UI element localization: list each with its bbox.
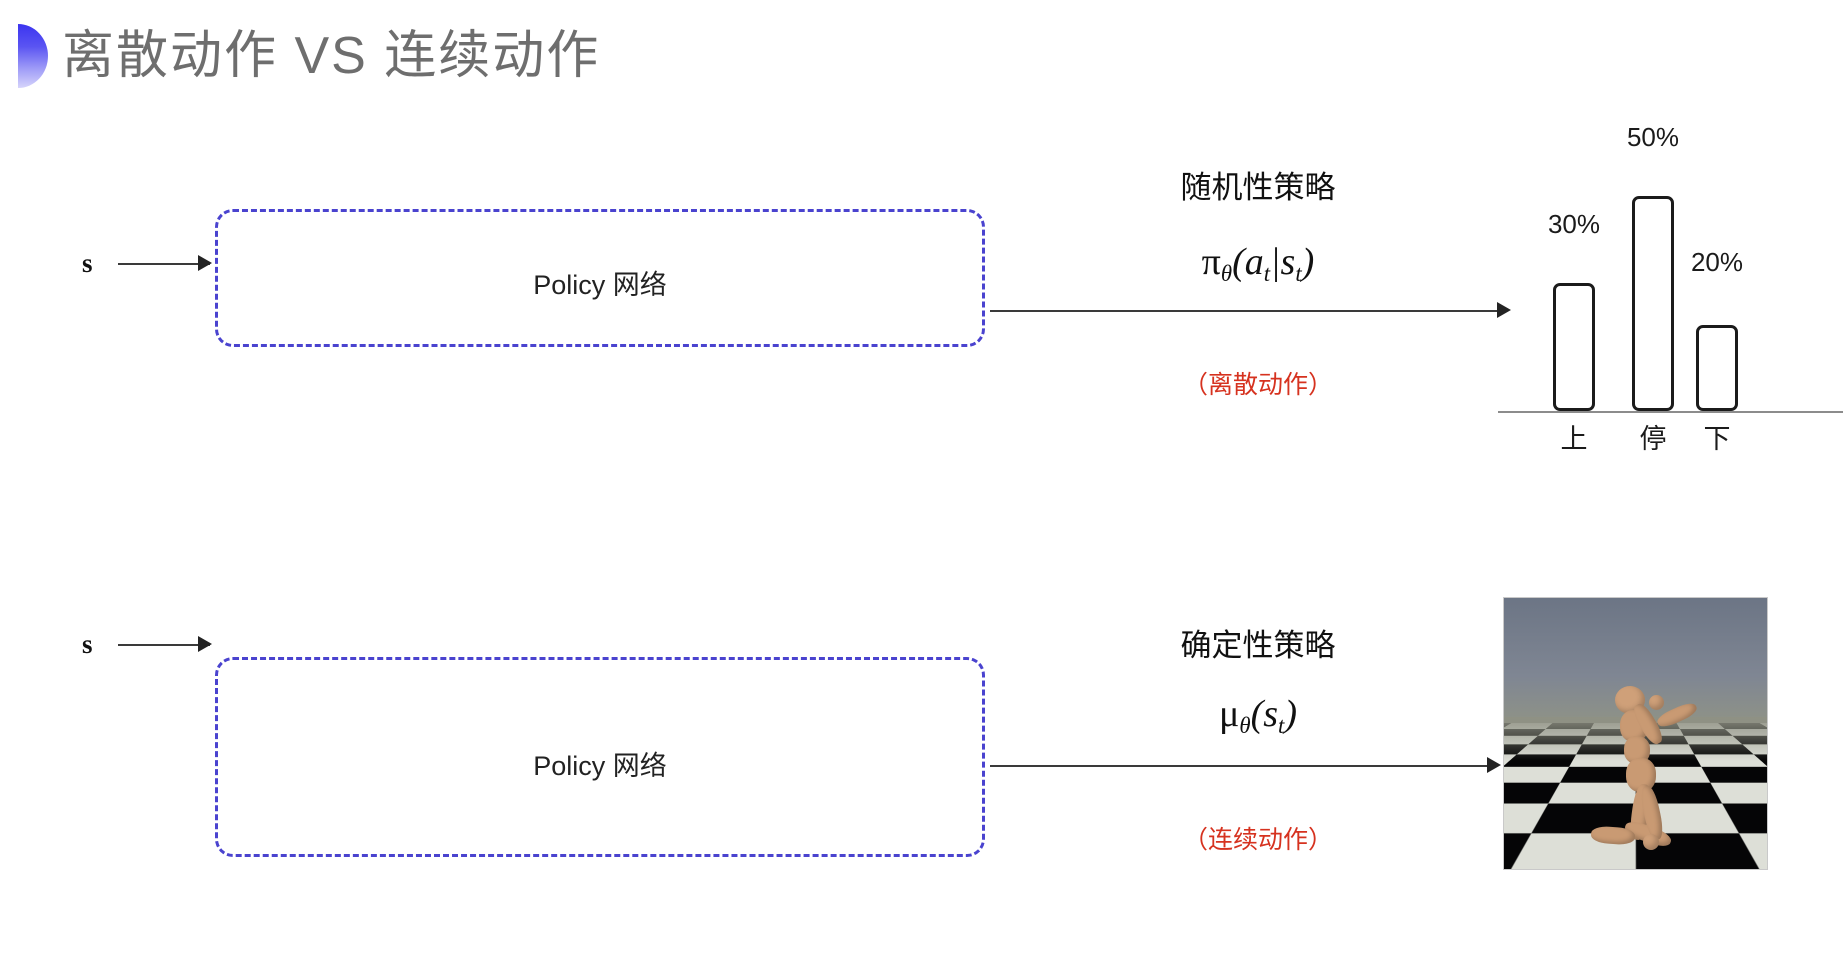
row1-policy-formula: πθ(at|st): [1201, 241, 1315, 286]
discrete-action-bar-chart: 30% 上 50% 停 20% 下: [1488, 95, 1846, 455]
row2-policy-kind-label: 确定性策略: [1180, 628, 1336, 663]
bar-category-1: [1632, 196, 1674, 411]
row2-input-arrow-head-icon: [198, 636, 212, 652]
row2-policy-network-box[interactable]: Policy 网络: [215, 657, 985, 857]
chart-baseline-axis: [1498, 411, 1843, 413]
bar-category-label-1: 停: [1639, 424, 1667, 454]
row1-policy-network-box[interactable]: Policy 网络: [215, 209, 985, 347]
humanoid-knee-right: [1643, 834, 1659, 850]
page-title: 离散动作 VS 连续动作: [62, 27, 601, 85]
row1-output-arrow-head-icon: [1497, 302, 1511, 318]
bar-category-label-0: 上: [1560, 424, 1588, 454]
title-decoration-half-circle: [18, 24, 48, 88]
row2-input-arrow-line: [118, 644, 210, 646]
humanoid-simulation-image: [1503, 597, 1768, 870]
row1-policy-network-label: Policy 网络: [533, 270, 667, 300]
bar-value-label-0: 30%: [1547, 209, 1601, 239]
row2-policy-formula: μθ(st): [1218, 693, 1298, 738]
bar-category-label-2: 下: [1703, 424, 1731, 454]
row1-input-arrow-line: [118, 263, 210, 265]
row1-input-state-label: s: [82, 248, 93, 278]
bar-value-label-1: 50%: [1626, 122, 1680, 152]
humanoid-hand-right: [1649, 695, 1664, 710]
row1-policy-kind-label: 随机性策略: [1180, 170, 1336, 205]
bar-category-0: [1553, 283, 1595, 411]
row2-output-arrow-head-icon: [1487, 757, 1501, 773]
row1-action-type-note: （离散动作）: [1182, 371, 1333, 399]
row1-input-arrow-head-icon: [198, 255, 212, 271]
row1-output-arrow-line: [990, 310, 1507, 312]
bar-value-label-2: 20%: [1690, 247, 1744, 277]
row2-output-arrow-line: [990, 765, 1495, 767]
row2-action-type-note: （连续动作）: [1182, 826, 1333, 854]
row2-policy-network-label: Policy 网络: [533, 751, 667, 781]
bar-category-2: [1696, 325, 1738, 411]
row2-input-state-label: s: [82, 629, 93, 659]
